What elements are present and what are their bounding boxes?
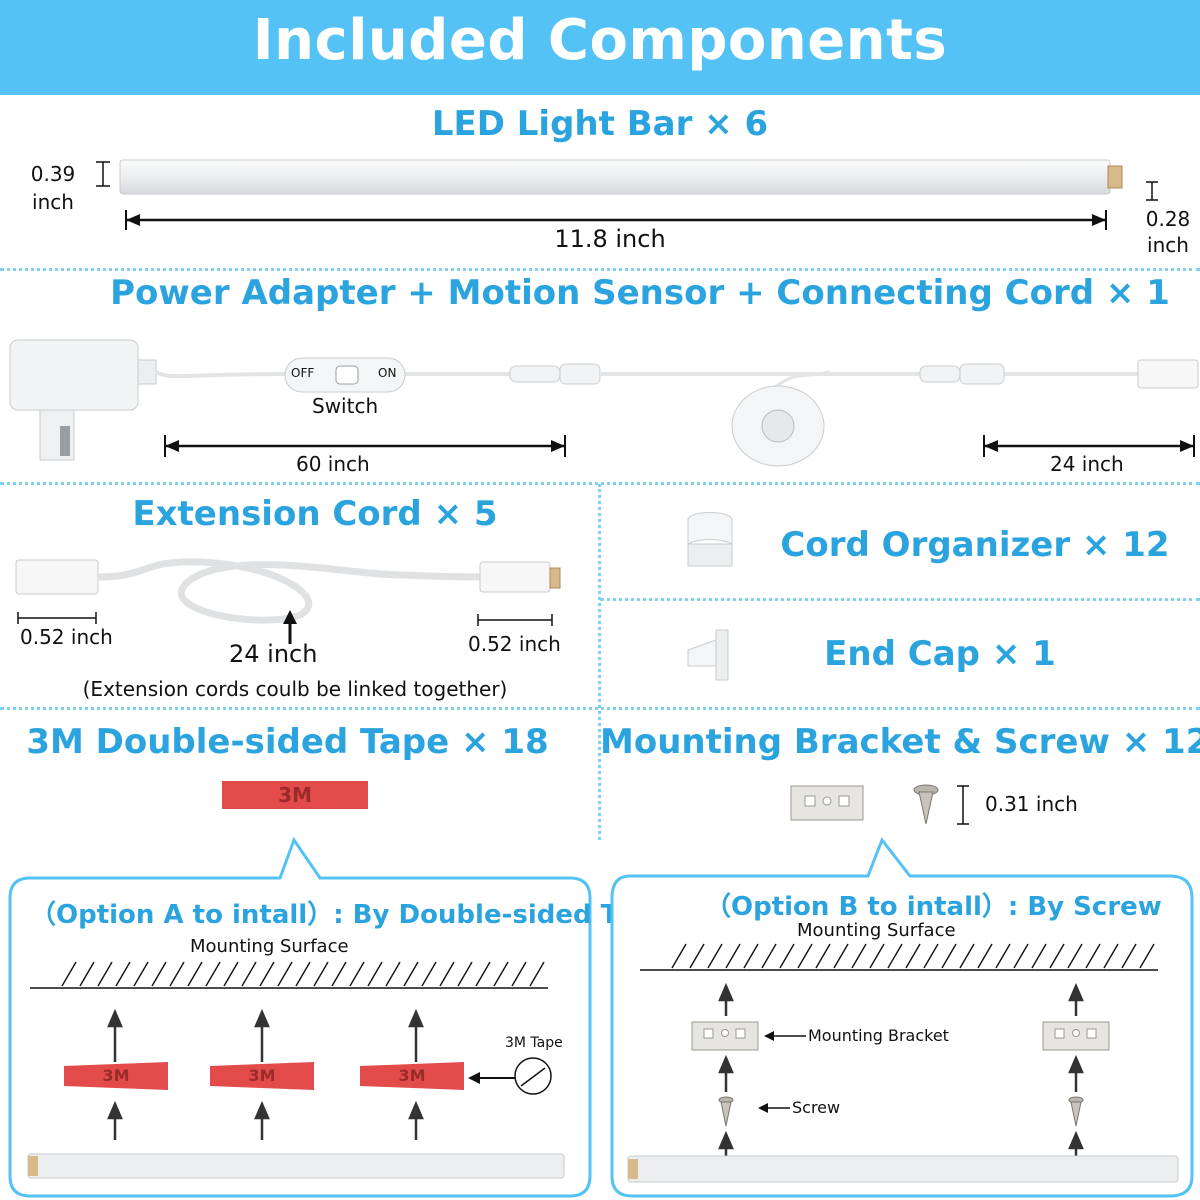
cord-organizer-title: Cord Organizer × 12: [780, 525, 1170, 565]
divider: [0, 707, 1200, 710]
switch-label: Switch: [312, 394, 379, 418]
switch-off-label: OFF: [291, 366, 315, 380]
header-banner: [0, 0, 1200, 95]
cord-organizer-icon: [687, 512, 733, 567]
divider: [0, 482, 1200, 485]
extension-illustration: [15, 558, 561, 644]
extension-title: Extension Cord × 5: [132, 494, 498, 534]
page-title: Included Components: [252, 8, 948, 73]
extension-length: 24 inch: [229, 640, 318, 668]
power-illustration: [9, 339, 1199, 467]
option-a-surface: Mounting Surface: [190, 936, 349, 957]
screw-size: 0.31 inch: [985, 792, 1078, 816]
option-a-tape-logo-2: 3M: [248, 1066, 276, 1085]
led-bar-height-left-value: 0.39: [30, 162, 76, 186]
option-a-tape-logo-1: 3M: [102, 1066, 130, 1085]
cord-right-length: 24 inch: [1050, 452, 1124, 476]
option-b-screw-label: Screw: [792, 1098, 841, 1117]
led-bar-illustration: [96, 159, 1158, 230]
end-cap-icon: [687, 629, 729, 681]
led-bar-height-right-value: 0.28: [1145, 207, 1191, 231]
led-bar-height-right-unit: inch: [1147, 233, 1189, 257]
option-a-box: [8, 836, 592, 1198]
cord-left-length: 60 inch: [296, 452, 370, 476]
tape-logo: 3M: [278, 783, 312, 807]
tape-sample: 3M: [222, 781, 368, 809]
extension-right-end: 0.52 inch: [468, 632, 561, 656]
option-b-surface: Mounting Surface: [797, 920, 956, 941]
divider: [600, 598, 1200, 601]
led-bar-height-right: 0.28 inch: [1142, 206, 1194, 258]
bracket-title: Mounting Bracket & Screw × 12: [600, 722, 1200, 762]
extension-note: (Extension cords coulb be linked togethe…: [82, 677, 508, 701]
divider: [0, 268, 1200, 271]
bracket-screw-illustration: [790, 784, 969, 825]
option-a-tape-logo-3: 3M: [398, 1066, 426, 1085]
led-bar-length: 11.8 inch: [554, 225, 666, 253]
option-b-box: [610, 836, 1194, 1198]
tape-title: 3M Double-sided Tape × 18: [26, 722, 549, 762]
led-bar-height-left: 0.39 inch: [30, 160, 76, 216]
switch-on-label: ON: [378, 366, 397, 380]
divider-vertical: [598, 484, 601, 840]
option-a-title: （Option A to intall）: By Double-sided Ta…: [30, 900, 669, 930]
extension-left-end: 0.52 inch: [20, 625, 113, 649]
option-b-bracket-label: Mounting Bracket: [808, 1026, 949, 1045]
option-b-title: （Option B to intall）: By Screw: [705, 892, 1162, 922]
led-bar-height-left-unit: inch: [32, 190, 74, 214]
power-title: Power Adapter + Motion Sensor + Connecti…: [110, 273, 1170, 313]
end-cap-title: End Cap × 1: [824, 634, 1056, 674]
option-a-tape-label: 3M Tape: [505, 1035, 563, 1051]
led-bar-title: LED Light Bar × 6: [431, 104, 769, 144]
